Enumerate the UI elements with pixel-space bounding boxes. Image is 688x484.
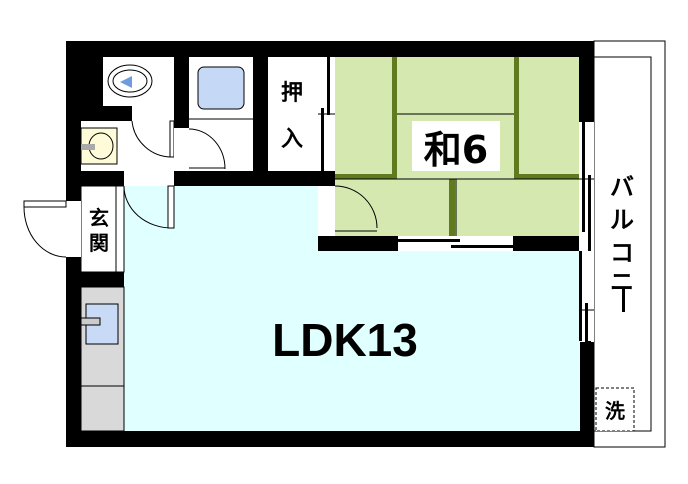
bathroom bbox=[174, 57, 253, 171]
kitchen-counter bbox=[80, 286, 125, 432]
laundry-label: 洗 bbox=[605, 399, 625, 423]
entrance-door-icon bbox=[23, 206, 67, 258]
closet-label-1: 押 bbox=[281, 80, 303, 106]
toilet-room bbox=[103, 57, 174, 121]
bathtub-icon bbox=[197, 66, 245, 110]
balcony-label-2: ル bbox=[610, 206, 634, 234]
entrance: 玄 関 bbox=[23, 185, 125, 273]
toilet-icon bbox=[120, 76, 132, 88]
balcony: バ ル コ ニ ー 洗 bbox=[593, 40, 666, 448]
closet: 押 入 bbox=[268, 57, 335, 171]
washitsu-room: 和6 bbox=[318, 57, 579, 251]
washitsu-window bbox=[398, 236, 513, 251]
balcony-label-5-bar bbox=[622, 288, 625, 312]
balcony-label-1: バ bbox=[610, 173, 634, 201]
balcony-windows bbox=[579, 122, 594, 343]
balcony-label-3: コ bbox=[610, 239, 634, 267]
entrance-label-2: 関 bbox=[89, 231, 109, 255]
entrance-label-1: 玄 bbox=[89, 206, 109, 230]
ldk-label: LDK13 bbox=[272, 314, 418, 366]
washitsu-label: 和6 bbox=[424, 128, 488, 172]
closet-label-2: 入 bbox=[281, 127, 303, 152]
laundry-space bbox=[595, 387, 635, 432]
